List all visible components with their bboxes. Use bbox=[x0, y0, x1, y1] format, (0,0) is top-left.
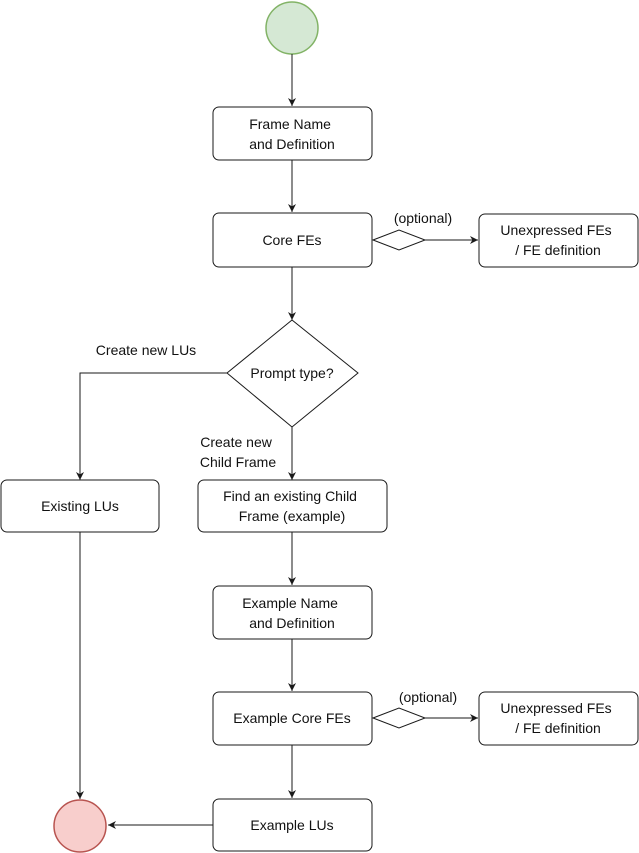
unexpressed-box-1 bbox=[478, 213, 639, 268]
optional-label-1: (optional) bbox=[394, 210, 452, 226]
example-lus-box bbox=[212, 798, 373, 852]
unexpressed-text-2: Unexpressed FEs / FE definition bbox=[500, 700, 615, 736]
core-fes-text: Core FEs bbox=[262, 232, 321, 248]
start-node bbox=[265, 1, 319, 55]
find-child-box bbox=[197, 479, 388, 533]
prompt-type-text: Prompt type? bbox=[250, 365, 333, 381]
existing-lus-text: Existing LUs bbox=[41, 498, 119, 514]
core-fes-box bbox=[212, 212, 373, 268]
optional-diamond-1 bbox=[371, 229, 427, 251]
optional-diamond-2 bbox=[371, 707, 427, 729]
unexpressed-text-1: Unexpressed FEs / FE definition bbox=[500, 222, 615, 258]
example-name-text: Example Name and Definition bbox=[242, 595, 342, 631]
frame-name-box bbox=[212, 106, 373, 161]
unexpressed-box-2 bbox=[478, 691, 639, 746]
find-child-text: Find an existing Child Frame (example) bbox=[223, 488, 361, 524]
example-name-box bbox=[212, 585, 373, 640]
edge-prompt-to-existing-lus bbox=[76, 372, 227, 480]
existing-lus-box bbox=[0, 479, 160, 533]
example-lus-text: Example LUs bbox=[250, 817, 333, 833]
end-node bbox=[53, 799, 107, 853]
optional-label-2: (optional) bbox=[399, 689, 457, 705]
create-child-label: Create new Child Frame bbox=[200, 434, 276, 470]
prompt-type-diamond bbox=[226, 319, 359, 428]
frame-name-text: Frame Name and Definition bbox=[249, 116, 335, 152]
example-core-text: Example Core FEs bbox=[233, 710, 350, 726]
create-lus-label: Create new LUs bbox=[96, 342, 196, 358]
example-core-box bbox=[212, 691, 373, 746]
